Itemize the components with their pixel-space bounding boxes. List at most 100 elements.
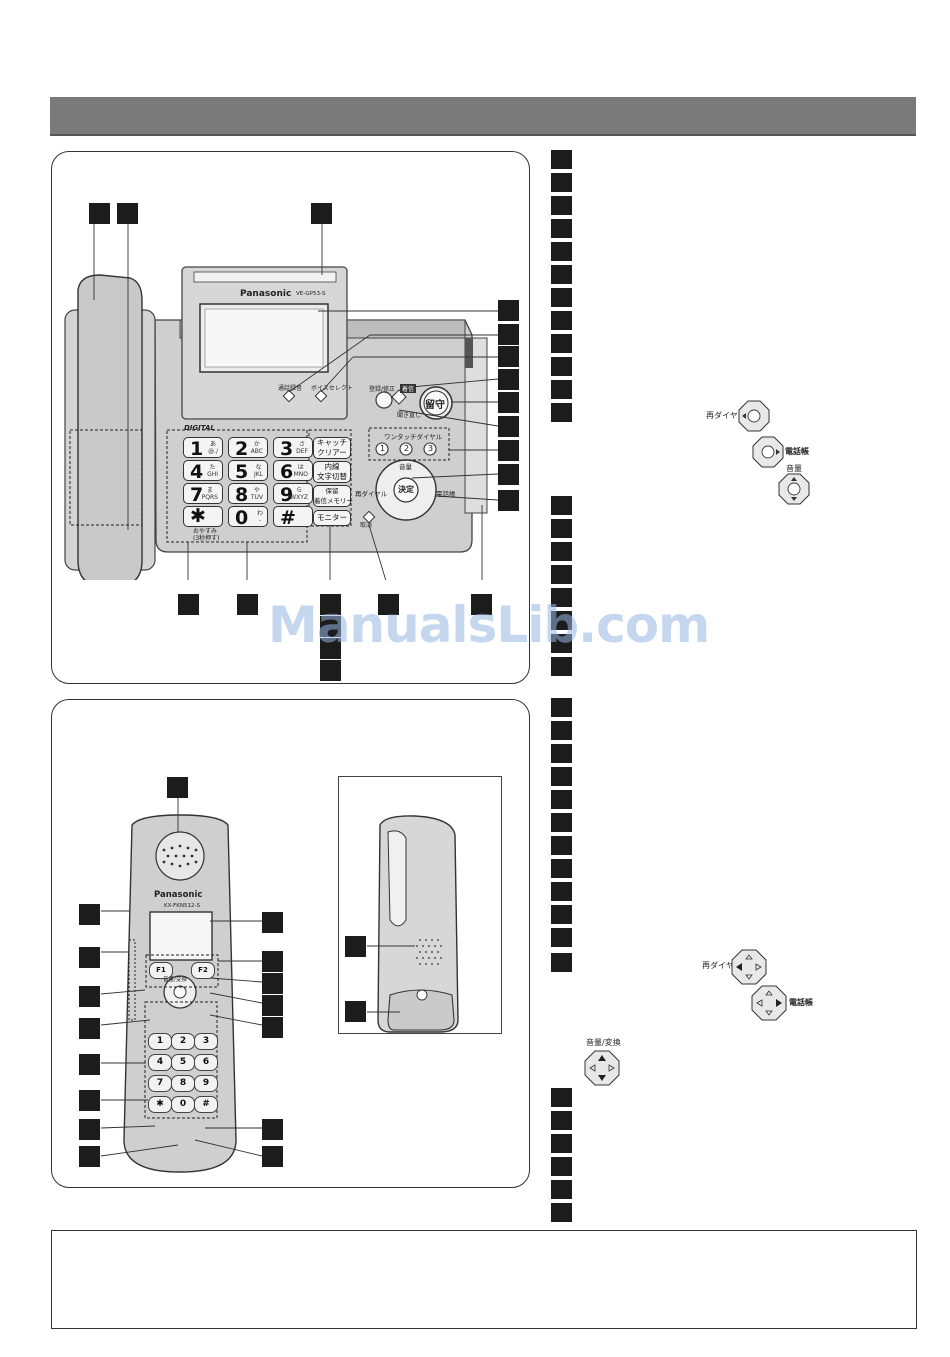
callout-marker [79,1119,100,1140]
hold-button[interactable]: 保留 着信メモリー [313,485,353,507]
callout-marker [498,324,519,345]
list-bullet [551,928,572,947]
list-bullet [551,519,572,538]
callout-marker [178,594,199,615]
handset-key-star[interactable]: ✱ [148,1096,172,1113]
handset-key-3[interactable]: 3 [194,1033,218,1050]
nav-pad-redial-icon [738,400,770,432]
nav-pad-phonebook-icon [752,436,784,468]
handset-soft-key-f2[interactable]: F2 [191,962,215,979]
list-bullet [551,1157,572,1176]
callout-marker [262,973,283,994]
handset-key-2[interactable]: 2 [171,1033,195,1050]
handset-nav-phonebook-label: 電話帳 [789,998,813,1007]
callout-marker [262,1146,283,1167]
list-bullet [551,219,572,238]
handset-nav-redial-label: 再ダイヤル [702,961,742,970]
callout-marker [471,594,492,615]
callout-marker [237,594,258,615]
list-bullet [551,744,572,763]
callout-marker [262,1017,283,1038]
call-record-key-label: 通話録音 [278,385,303,392]
list-bullet [551,288,572,307]
intercom-button[interactable]: 内線 文字切替 [313,461,351,483]
callout-marker [79,986,100,1007]
handset-brand: Panasonic [154,890,203,900]
handset-key-7[interactable]: 7 [148,1075,172,1092]
answer-key-label[interactable]: 留守 [425,400,445,411]
list-bullet [551,1111,572,1130]
callout-marker [320,594,341,615]
handset-nav-volume-label: 音量/変換 [586,1038,621,1047]
list-bullet [551,790,572,809]
handset-key-hash[interactable]: # [194,1096,218,1113]
list-bullet [551,542,572,561]
onetouch-key-1[interactable]: 1 [380,444,386,453]
section-header-bar [50,97,916,136]
handset-nav-redial-icon [731,949,767,985]
list-bullet [551,150,572,169]
base-digital-label: DIGITAL [184,424,215,432]
watermark: ManualsLib.com [268,596,710,654]
callout-marker [498,416,519,437]
list-bullet [551,721,572,740]
nav-redial-label: 再ダイヤル [706,411,746,420]
callout-marker [167,777,188,798]
enter-key-label[interactable]: 決定 [398,485,414,494]
list-bullet [551,311,572,330]
monitor-button[interactable]: モニター [313,510,351,526]
callout-marker [498,392,519,413]
handset-key-6[interactable]: 6 [194,1054,218,1071]
handset-key-1[interactable]: 1 [148,1033,172,1050]
handset-model: KX-FKN512-S [164,903,200,909]
callout-marker [79,947,100,968]
handset-side-view-frame [338,776,502,1034]
list-bullet [551,357,572,376]
handset-key-9[interactable]: 9 [194,1075,218,1092]
list-bullet [551,836,572,855]
onetouch-key-2[interactable]: 2 [404,444,410,453]
list-bullet [551,698,572,717]
handset-nav-volume-icon [584,1050,620,1086]
callout-marker [378,594,399,615]
callout-marker [79,1090,100,1111]
handset-soft-key-f1[interactable]: F1 [149,962,173,979]
callout-marker [345,1001,366,1022]
catch-clear-button[interactable]: キャッチ クリアー [313,437,351,459]
list-bullet [551,380,572,399]
list-bullet [551,813,572,832]
handset-key-4[interactable]: 4 [148,1054,172,1071]
list-bullet [551,242,572,261]
phonebook-label: 電話帳 [436,490,456,498]
handset-key-8[interactable]: 8 [171,1075,195,1092]
list-bullet [551,1180,572,1199]
list-bullet [551,905,572,924]
list-bullet [551,1203,572,1222]
callout-marker [498,490,519,511]
base-key-star[interactable]: ✱ [183,505,223,527]
list-bullet [551,1088,572,1107]
handset-illustration [100,798,459,1173]
star-sub-label: おやすみ (3秒押す) [193,528,220,542]
voice-select-key-label: ボイスセレクト [311,385,353,392]
list-bullet [551,565,572,584]
onetouch-key-3[interactable]: 3 [428,444,434,453]
callout-marker [320,638,341,659]
list-bullet [551,173,572,192]
handset-key-0[interactable]: 0 [171,1096,195,1113]
handset-key-5[interactable]: 5 [171,1054,195,1071]
callout-marker [498,369,519,390]
base-key-hash[interactable]: # [273,506,313,529]
callout-marker [117,203,138,224]
callout-marker [262,1119,283,1140]
